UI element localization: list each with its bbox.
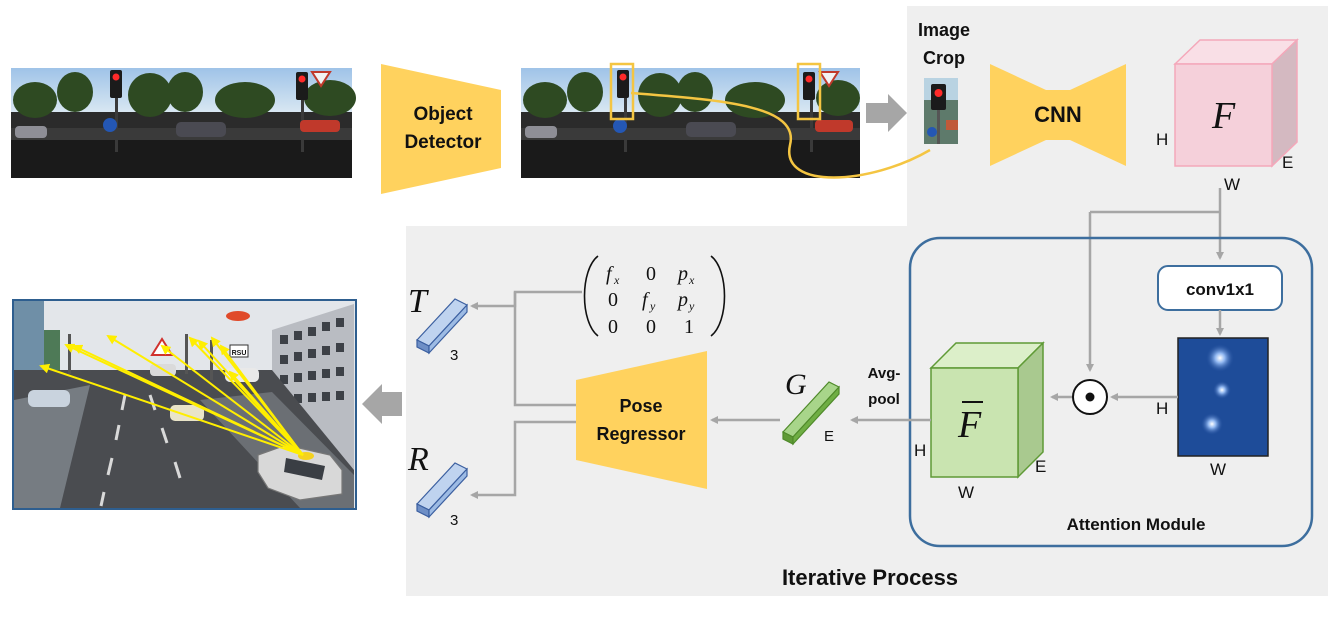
image-crop: Image Crop [918, 20, 970, 144]
t-vector-dim: 3 [450, 347, 458, 364]
feature-map-w: W [1224, 175, 1240, 194]
feature-map-symbol: F [1211, 95, 1236, 137]
attended-feature-h: H [914, 441, 926, 460]
output-arrow [362, 384, 402, 424]
pose-regressor: Pose Regressor [576, 351, 707, 489]
input-street-image [11, 68, 356, 178]
feature-map-h: H [1156, 130, 1168, 149]
matrix-r1c3-sub: x [688, 273, 695, 287]
r-vector-symbol: R [407, 441, 429, 478]
attention-mask-w: W [1210, 460, 1226, 479]
object-detector-label-2: Detector [404, 132, 482, 153]
avgpool-label-1: Avg- [868, 365, 901, 382]
pose-regressor-label-2: Regressor [596, 424, 685, 444]
attended-feature-symbol: F [957, 404, 982, 446]
cnn-label: CNN [1034, 102, 1082, 127]
matrix-r2c2: f [642, 289, 650, 311]
cnn-block: CNN [990, 64, 1126, 166]
crop-link-curve [630, 91, 931, 179]
detection-box-1 [609, 62, 635, 121]
matrix-r3c3: 1 [684, 316, 694, 338]
avgpool-label-2: pool [868, 391, 900, 408]
t-vector: T 3 [408, 283, 468, 364]
attention-module: Attention Module conv1x1 H W F H W E [908, 236, 1314, 548]
scene-sign-text: RSU [232, 350, 247, 357]
object-detector: Object Detector [381, 64, 501, 194]
feature-map-e: E [1282, 153, 1293, 172]
matrix-r3c2: 0 [646, 316, 656, 338]
scene-render: RSU [12, 299, 357, 510]
r-vector-dim: 3 [450, 512, 458, 529]
object-detector-label-1: Object [413, 104, 473, 125]
matrix-r1c2: 0 [646, 263, 656, 285]
r-vector: R 3 [407, 441, 468, 529]
detection-box-2 [796, 62, 822, 121]
attended-feature-w: W [958, 483, 974, 502]
matrix-r2c2-sub: y [649, 299, 656, 313]
image-crop-label-1: Image [918, 20, 970, 40]
matrix-r2c1: 0 [608, 289, 618, 311]
regressor-connectors [470, 290, 582, 499]
matrix-r1c1-sub: x [613, 273, 620, 287]
iterative-process-label: Iterative Process [782, 565, 958, 590]
matrix-r1c1: f [606, 263, 614, 285]
matrix-r1c3: p [676, 263, 688, 285]
matrix-r3c1: 0 [608, 316, 618, 338]
attention-module-title: Attention Module [1067, 515, 1206, 534]
g-vector: G E [782, 368, 840, 446]
g-vector-dim: E [824, 428, 834, 445]
attended-feature-cube: F H W E [914, 341, 1046, 502]
pose-regressor-label-1: Pose [619, 396, 662, 416]
g-vector-symbol: G [785, 368, 807, 401]
matrix-r2c3: p [676, 289, 688, 311]
t-vector-symbol: T [408, 283, 429, 320]
attention-mask [1177, 337, 1269, 457]
attention-mask-h: H [1156, 399, 1168, 418]
intrinsics-matrix: f x 0 p x 0 f y p y 0 0 1 [583, 255, 726, 338]
conv1x1-label: conv1x1 [1186, 280, 1254, 299]
matrix-r2c3-sub: y [688, 299, 695, 313]
image-crop-label-2: Crop [923, 48, 965, 68]
detected-street-image [521, 62, 860, 178]
attended-feature-e: E [1035, 457, 1046, 476]
feature-map-cube: F H W E [1156, 38, 1299, 194]
crop-arrow [866, 94, 907, 132]
